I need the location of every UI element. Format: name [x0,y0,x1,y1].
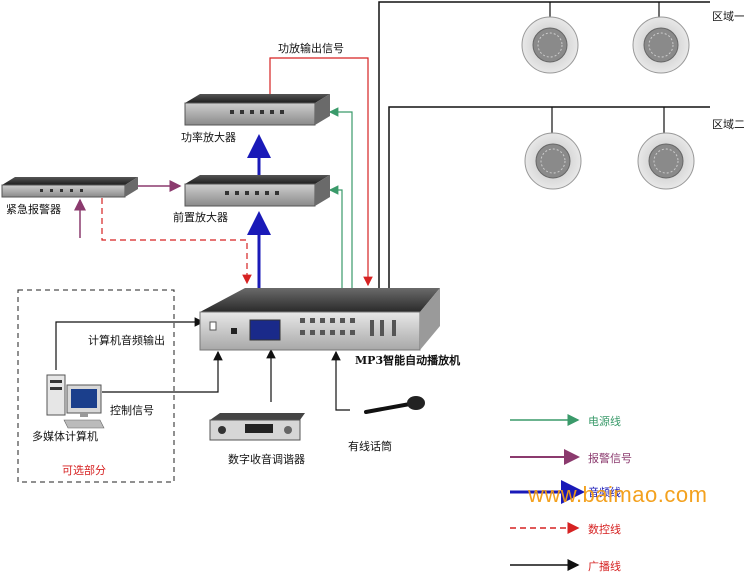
pc-audio-output-label: 计算机音频输出 [88,334,165,347]
legend-label: 数控线 [588,523,621,536]
microphone-icon [364,396,425,414]
emergency-alarm-icon [1,177,138,198]
amp-output-signal-line [269,57,373,287]
zone2-label: 区域二 [712,118,744,131]
mic-input-line [331,350,350,411]
ceiling-speaker-icon [637,132,695,190]
legend-label: 广播线 [588,560,621,573]
watermark: www.baimao.com [528,482,708,507]
pc-audio-output-line [55,317,205,370]
control-signal-line [102,350,223,393]
computer-label: 多媒体计算机 [32,430,98,443]
tuner-icon [209,413,305,441]
pre-amplifier-label: 前置放大器 [173,211,228,224]
zone1-label: 区域一 [712,10,744,23]
power-line-to-pre-amp [328,185,343,290]
legend-label: 报警信号 [588,452,632,465]
mp3-player-label: MP3智能自动播放机 [355,354,461,367]
legend-label: 音频线 [588,486,621,499]
ceiling-speaker-icon [632,16,690,74]
power-amplifier-icon [184,94,330,126]
pre-amplifier-icon [184,175,330,207]
computer-icon [46,374,105,429]
optional-section-label: 可选部分 [62,464,106,477]
legend-label: 电源线 [588,415,621,428]
digital-control-line [101,198,252,285]
tuner-label: 数字收音调谐器 [228,453,305,466]
emergency-alarm-label: 紧急报警器 [6,203,61,216]
power-line-to-power-amp [328,107,353,290]
amp-output-signal-label: 功放输出信号 [278,42,344,55]
power-amplifier-label: 功率放大器 [181,131,236,144]
ceiling-speaker-icon [521,16,579,74]
broadcast-line-zone2 [388,106,710,290]
control-signal-label: 控制信号 [110,404,154,417]
microphone-label: 有线话筒 [348,440,392,453]
broadcast-line-zone1 [378,1,710,290]
optional-section-box [17,289,175,483]
mp3-player-icon [199,288,440,351]
ceiling-speaker-icon [524,132,582,190]
